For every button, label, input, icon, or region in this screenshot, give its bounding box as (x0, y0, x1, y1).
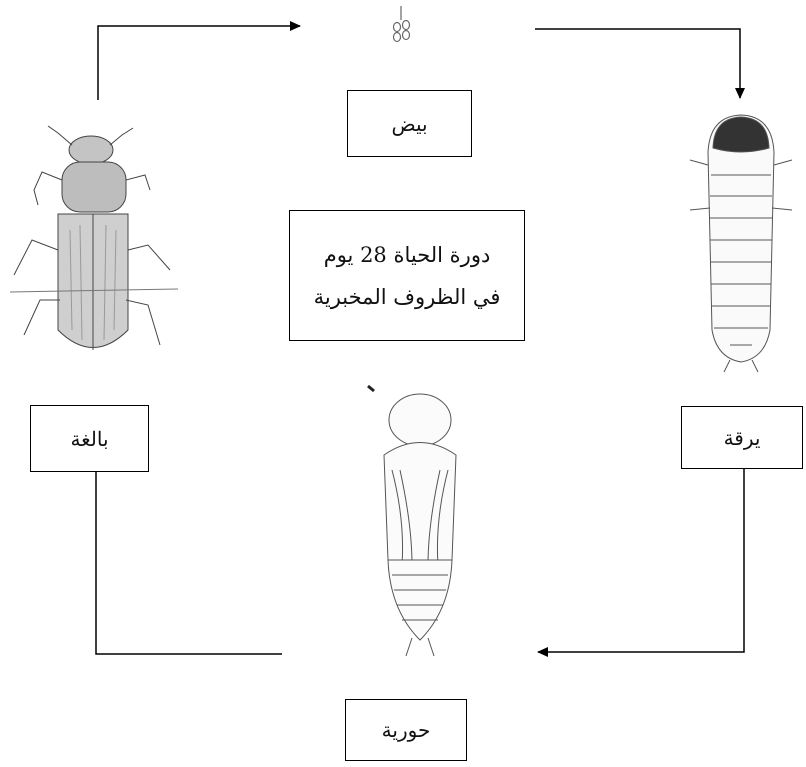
stage-pupa-box: حورية (345, 699, 467, 761)
pupa-illustration (368, 386, 456, 656)
stage-egg-box: بيض (347, 90, 472, 157)
stage-adult-box: بالغة (30, 405, 149, 472)
lifecycle-conditions-text: في الظروف المخبرية (314, 285, 501, 309)
stage-larva-label: يرقة (724, 426, 761, 450)
lifecycle-duration-text: دورة الحياة 28 يوم (324, 243, 491, 267)
lifecycle-info-box: دورة الحياة 28 يوم في الظروف المخبرية (289, 210, 525, 341)
stage-pupa-label: حورية (382, 718, 431, 742)
stage-larva-box: يرقة (681, 406, 803, 469)
adult-beetle-illustration (10, 126, 178, 350)
eggs-illustration (394, 6, 410, 42)
stage-egg-label: بيض (391, 112, 427, 136)
stage-adult-label: بالغة (70, 427, 108, 451)
larva-illustration (690, 115, 792, 372)
